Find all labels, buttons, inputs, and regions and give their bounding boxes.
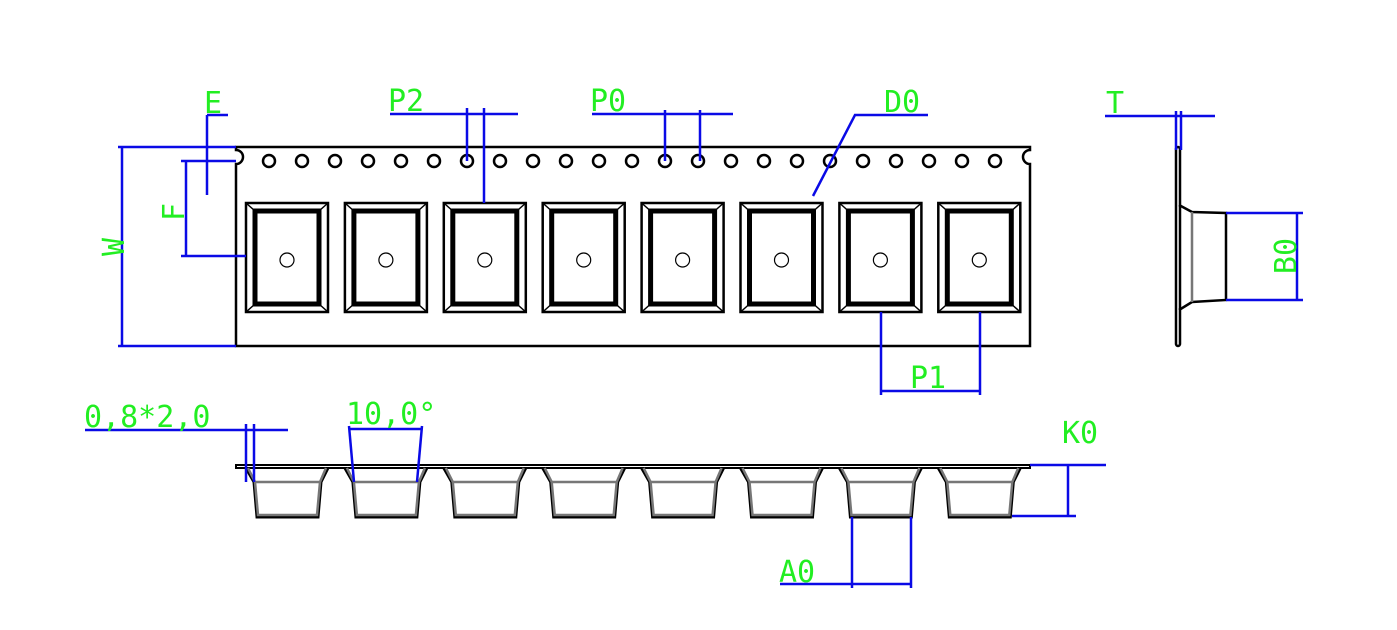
pocket-cup bbox=[936, 467, 1022, 519]
pocket-cup bbox=[739, 467, 824, 519]
pocket-center-hole bbox=[971, 252, 987, 268]
tape-side-view: T B0 bbox=[1105, 86, 1304, 348]
sprocket-hole bbox=[954, 153, 970, 169]
sprocket-hole bbox=[690, 153, 706, 169]
pocket bbox=[838, 201, 923, 314]
pocket-center-hole bbox=[279, 252, 295, 268]
dimension-F: F bbox=[157, 161, 246, 258]
label-E: E bbox=[204, 86, 222, 121]
label-B0: B0 bbox=[1269, 238, 1304, 274]
sprocket-hole bbox=[525, 153, 541, 169]
label-A0: A0 bbox=[779, 555, 815, 590]
label-chamfer: 0,8*2,0 bbox=[84, 400, 210, 435]
pocket-cup bbox=[640, 467, 725, 519]
label-F: F bbox=[157, 203, 192, 221]
sprocket-hole bbox=[756, 153, 772, 169]
dimension-P2: P2 bbox=[388, 84, 518, 203]
pocket bbox=[739, 201, 824, 314]
dimension-P0: P0 bbox=[590, 84, 733, 161]
sprocket-hole bbox=[294, 153, 310, 169]
pocket-cup bbox=[244, 467, 330, 519]
sprocket-hole bbox=[558, 153, 574, 169]
sprocket-hole bbox=[789, 153, 805, 169]
pocket-center-hole bbox=[576, 252, 592, 268]
dimension-D0: D0 bbox=[811, 85, 928, 197]
sprocket-hole bbox=[426, 153, 442, 169]
dimension-P1: P1 bbox=[879, 312, 982, 396]
sprocket-hole bbox=[492, 153, 508, 169]
label-D0: D0 bbox=[884, 85, 920, 120]
sprocket-hole bbox=[987, 153, 1003, 169]
pocket bbox=[442, 201, 528, 314]
label-P1: P1 bbox=[910, 361, 946, 396]
pocket bbox=[541, 201, 626, 314]
sprocket-hole bbox=[888, 153, 904, 169]
pocket-center-hole bbox=[378, 252, 394, 268]
label-K0: K0 bbox=[1062, 416, 1098, 451]
pockets-section bbox=[244, 467, 1022, 519]
pocket bbox=[640, 201, 725, 314]
sprocket-hole bbox=[360, 153, 376, 169]
sprocket-hole bbox=[261, 153, 277, 169]
sprocket-holes bbox=[261, 153, 1003, 169]
dimension-W: W bbox=[97, 145, 236, 348]
sprocket-hole bbox=[624, 153, 640, 169]
tape-section-view: 0,8*2,0 10,0° K0 A0 bbox=[84, 397, 1106, 590]
sprocket-hole bbox=[921, 153, 937, 169]
pocket-center-hole bbox=[674, 252, 691, 268]
label-P2: P2 bbox=[388, 84, 424, 119]
pocket-cup bbox=[541, 467, 627, 519]
pocket-cup bbox=[343, 467, 429, 519]
sprocket-hole bbox=[723, 153, 739, 169]
sprocket-hole bbox=[591, 153, 607, 169]
label-W: W bbox=[97, 237, 132, 256]
sprocket-hole bbox=[327, 153, 343, 169]
tape-outline bbox=[234, 145, 1032, 348]
pockets-top bbox=[244, 201, 1022, 314]
sprocket-hole bbox=[393, 153, 409, 169]
pocket bbox=[937, 201, 1022, 314]
sprocket-hole bbox=[822, 153, 838, 169]
label-P0: P0 bbox=[590, 84, 626, 119]
sprocket-hole bbox=[855, 153, 871, 169]
pocket bbox=[244, 201, 330, 314]
pocket-cup bbox=[442, 467, 528, 519]
pocket bbox=[343, 201, 429, 314]
label-angle: 10,0° bbox=[346, 397, 436, 432]
pocket-cup bbox=[838, 467, 923, 519]
dimension-E: E bbox=[181, 86, 236, 195]
pocket-center-hole bbox=[477, 252, 493, 268]
tape-top-view bbox=[234, 145, 1032, 348]
label-T: T bbox=[1106, 86, 1124, 121]
pocket-center-hole bbox=[773, 252, 790, 268]
pocket-center-hole bbox=[872, 252, 889, 268]
